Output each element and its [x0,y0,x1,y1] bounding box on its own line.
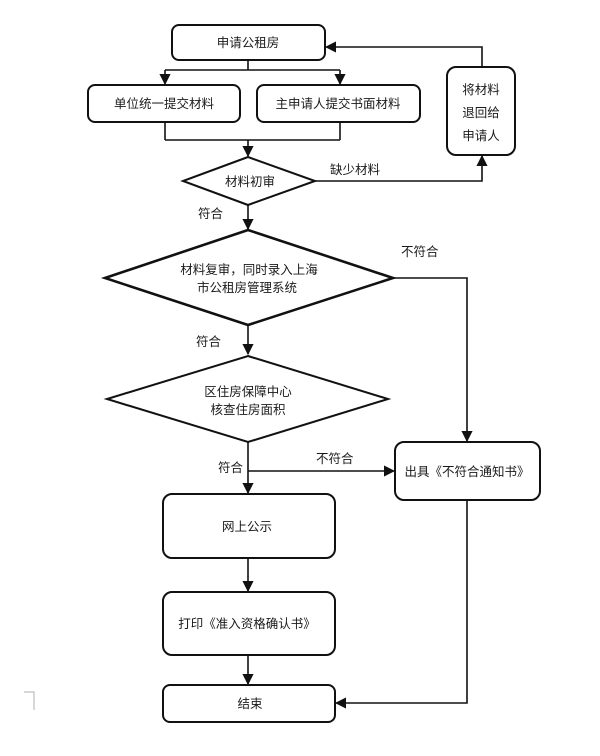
edges [159,41,488,709]
reject-notice-label: 出具《不符合通知书》 [404,464,529,479]
label-pass-district: 符合 [218,460,244,475]
node-district-check: 区住房保障中心 核查住房面积 [103,354,392,444]
publicize-box [162,493,336,559]
district-check-diamond [103,354,392,444]
second-review-label-line-2: 市公租房管理系统 [197,280,297,295]
district-check-label-line-1: 区住房保障中心 [204,384,292,399]
edge-second-to-reject [393,277,473,443]
node-reject-notice: 出具《不符合通知书》 [394,441,541,501]
district-check-label-line-2: 核查住房面积 [210,402,285,417]
node-main-submit: 主申请人提交书面材料 [256,84,421,123]
main-submit-label: 主申请人提交书面材料 [275,96,401,111]
apply-box [171,24,326,61]
end-label: 结束 [237,696,263,711]
label-pass-second: 符合 [196,334,222,349]
print-cert-label: 打印《准入资格确认书》 [178,616,316,631]
second-review-diamond [100,228,398,327]
second-review-label-line-1: 材料复审，同时录入上海 [180,262,318,277]
publicize-label: 网上公示 [222,519,272,534]
end-box [162,684,336,723]
reject-notice-box [394,441,541,501]
label-fail-district: 不符合 [316,451,354,466]
node-unit-submit: 单位统一提交材料 [87,84,241,123]
edge-return-to-apply [324,41,483,67]
node-second-review: 材料复审，同时录入上海 市公租房管理系统 [100,228,398,327]
node-first-review: 材料初审 [180,155,318,207]
node-end: 结束 [162,684,336,723]
first-review-label: 材料初审 [225,174,275,189]
unit-submit-label: 单位统一提交材料 [114,96,215,111]
node-print-cert: 打印《准入资格确认书》 [162,591,336,656]
edge-reject-to-end [334,500,468,709]
return-label-line-2: 退回给 [462,105,500,120]
page-corner-mark [24,691,35,710]
first-review-diamond [180,155,318,207]
return-box [446,66,516,156]
return-label-line-3: 申请人 [462,128,500,143]
node-return-box: 将材料 退回给 申请人 [446,66,516,156]
unit-submit-box [87,84,241,123]
apply-label: 申请公租房 [217,35,280,50]
main-submit-box [256,84,421,123]
node-publicize: 网上公示 [162,493,336,559]
label-fail-second: 不符合 [401,244,439,259]
node-apply: 申请公租房 [171,24,326,61]
edge-missing-to-return [315,154,488,182]
return-label-line-1: 将材料 [462,82,500,97]
label-pass-first: 符合 [198,206,224,221]
print-cert-box [162,591,336,656]
label-missing-material: 缺少材料 [330,162,381,177]
